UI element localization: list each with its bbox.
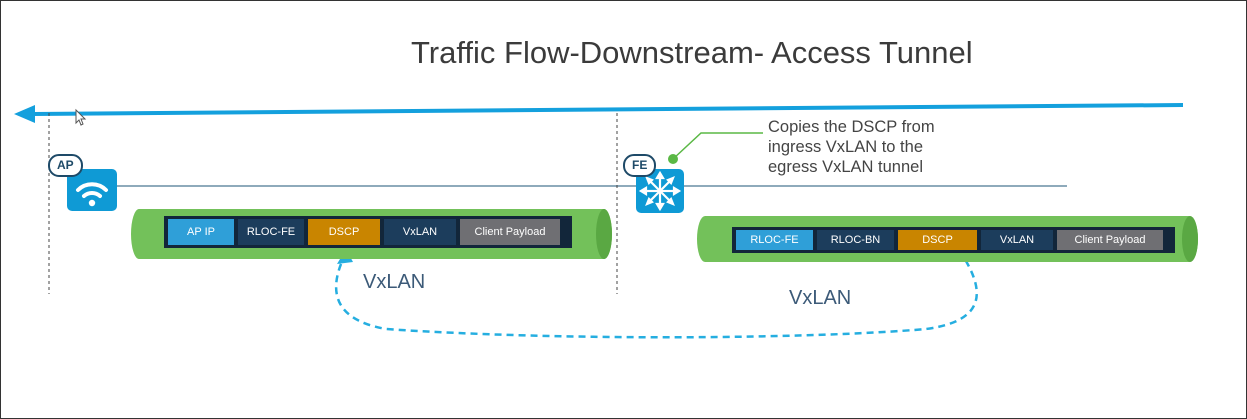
header-field-client-payload: Client Payload [460, 219, 560, 245]
slide-title: Traffic Flow-Downstream- Access Tunnel [411, 35, 973, 70]
header-field-vxlan: VxLAN [981, 230, 1053, 250]
note-line: ingress VxLAN to the [768, 138, 923, 156]
note-line: egress VxLAN tunnel [768, 158, 924, 176]
downstream-flow-arrow [32, 103, 1184, 116]
dscp-copy-path [334, 252, 978, 339]
dscp-copy-note: Copies the DSCP from ingress VxLAN to th… [768, 117, 935, 177]
header-field-rloc-bn: RLOC-BN [817, 230, 894, 250]
fe-badge: FE [623, 154, 657, 177]
header-field-dscp: DSCP [898, 230, 977, 250]
header-field-rloc-fe: RLOC-FE [736, 230, 813, 250]
header-field-rloc-fe: RLOC-FE [238, 219, 304, 245]
note-line: Copies the DSCP from [768, 118, 935, 136]
cursor-icon [75, 108, 87, 126]
header-field-ap-ip: AP IP [168, 219, 234, 245]
callout-dot [668, 154, 678, 164]
header-field-dscp: DSCP [308, 219, 380, 245]
right-packet-headers: RLOC-FE RLOC-BN DSCP VxLAN Client Payloa… [732, 227, 1175, 253]
ap-badge: AP [48, 154, 83, 177]
callout-connector [672, 132, 763, 160]
left-packet-headers: AP IP RLOC-FE DSCP VxLAN Client Payload [164, 216, 572, 248]
switch-icon [638, 170, 682, 212]
flow-arrowhead [14, 105, 35, 123]
fabric-edge-switch [636, 169, 684, 213]
header-field-vxlan: VxLAN [384, 219, 456, 245]
wifi-icon [76, 182, 108, 207]
left-tunnel-label: VxLAN [363, 271, 426, 293]
right-tunnel-label: VxLAN [789, 287, 852, 309]
header-field-client-payload: Client Payload [1057, 230, 1163, 250]
